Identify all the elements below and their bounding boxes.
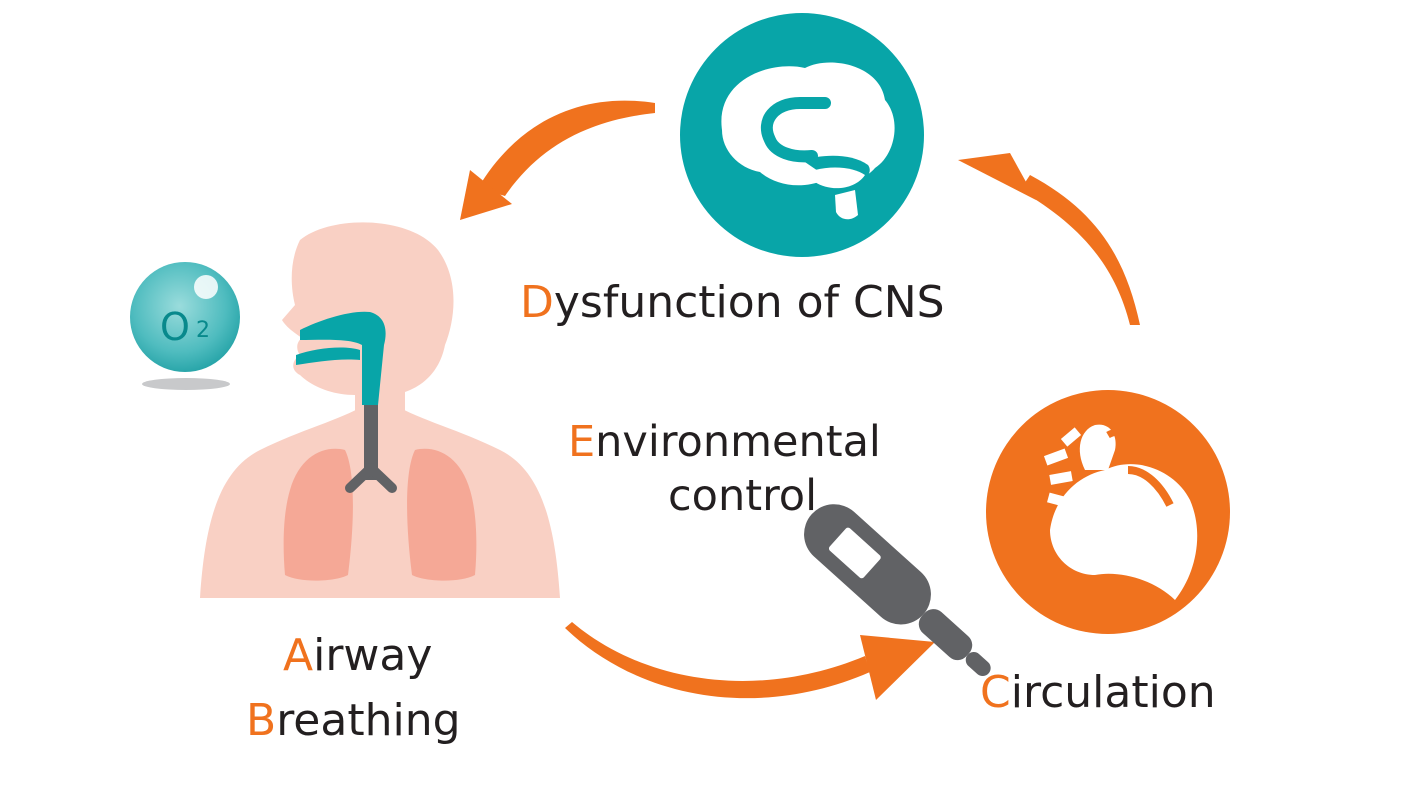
label-cns-initial: D [520, 277, 554, 328]
heart-icon [986, 390, 1230, 634]
label-breathing-rest: reathing [276, 695, 461, 746]
label-circulation-rest: irculation [1010, 667, 1216, 718]
label-airway-rest: irway [313, 630, 433, 681]
label-dysfunction-of-cns: Dysfunction of CNS [520, 281, 945, 325]
label-cns-rest: ysfunction of CNS [553, 277, 945, 328]
arrow-airway-to-circulation [565, 622, 935, 700]
label-circulation: Circulation [980, 671, 1216, 715]
label-airway: Airway [283, 634, 432, 678]
label-circulation-initial: C [980, 667, 1011, 718]
label-environmental: Environmental [568, 421, 881, 464]
human-respiratory-icon [200, 222, 560, 598]
brain-icon [680, 13, 924, 257]
thermometer-icon [804, 504, 991, 677]
label-control: control [668, 471, 818, 521]
label-breathing-initial: B [246, 695, 277, 746]
oxygen-bubble-icon: O 2 [130, 262, 240, 390]
arrow-circulation-to-cns [958, 153, 1140, 325]
label-env-rest: nvironmental [595, 417, 881, 467]
label-env-initial: E [568, 417, 596, 467]
oxygen-subscript: 2 [196, 318, 210, 343]
arrow-cns-to-airway [460, 100, 655, 220]
oxygen-symbol: O [160, 305, 190, 349]
label-airway-initial: A [283, 630, 314, 681]
label-breathing: Breathing [246, 699, 461, 743]
